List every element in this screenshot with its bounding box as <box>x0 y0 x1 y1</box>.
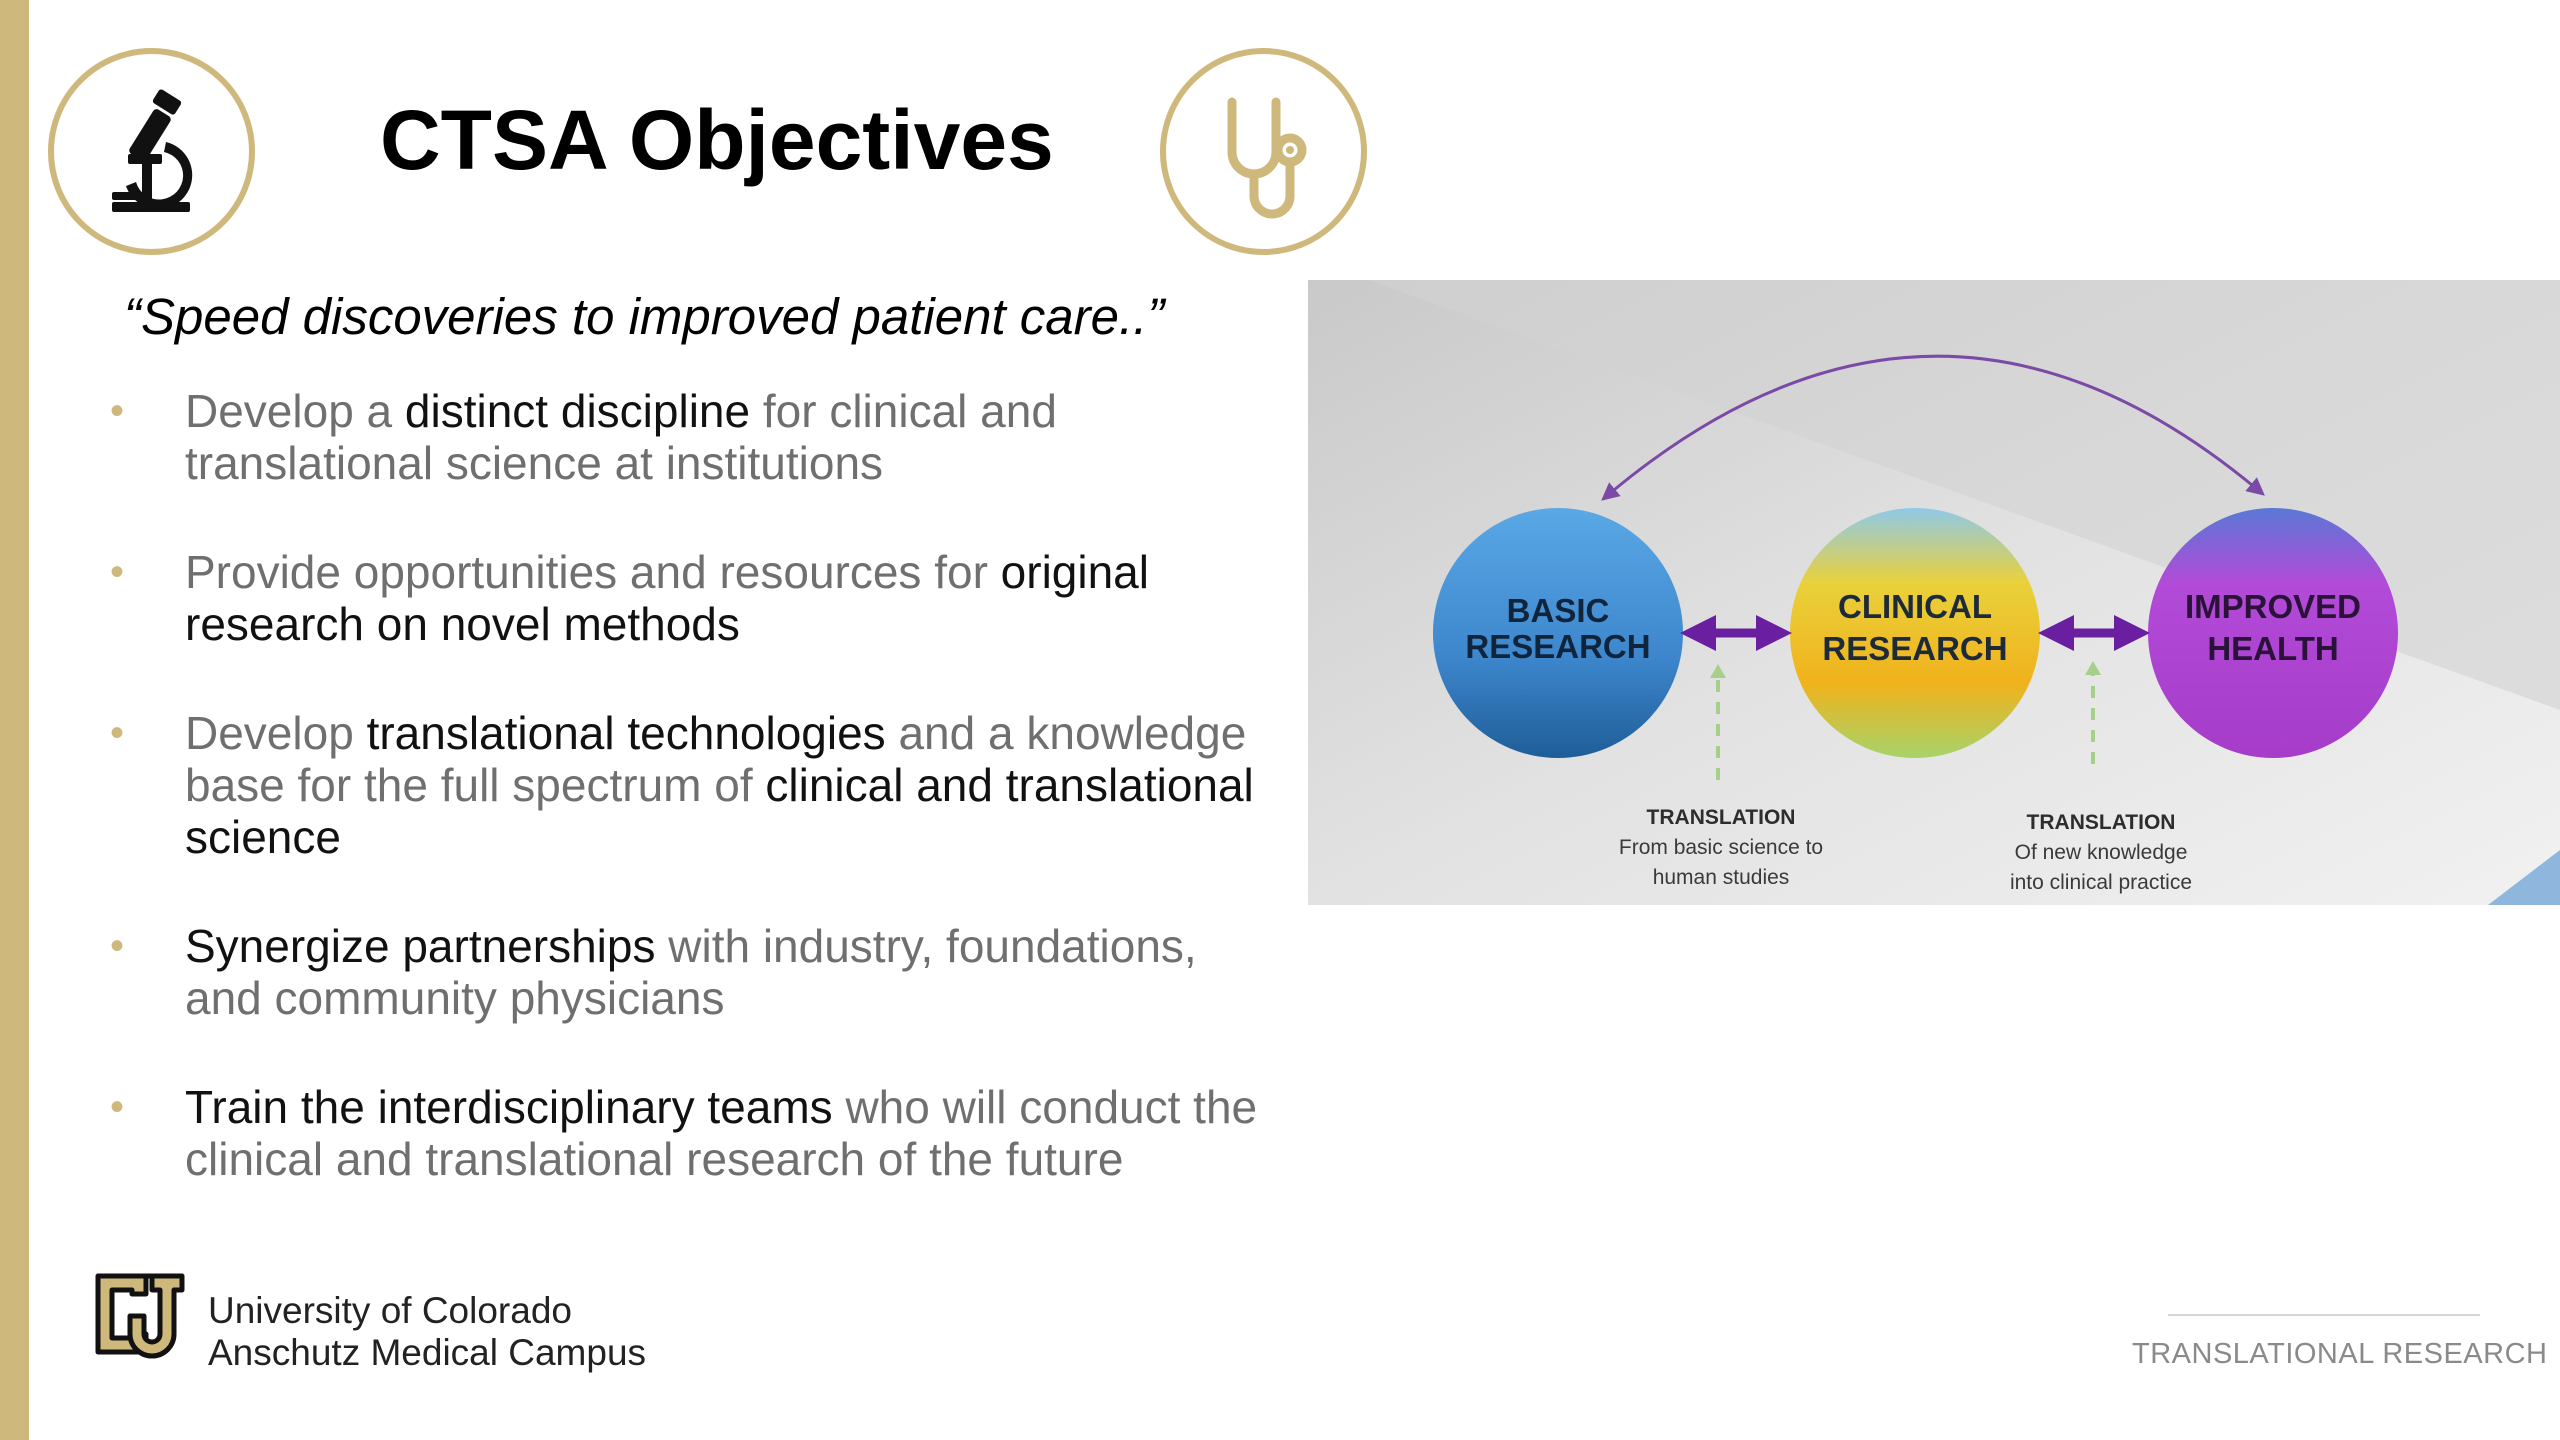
bullet-dot: • <box>110 389 125 433</box>
circle-label: RESEARCH <box>1465 628 1650 665</box>
bullet-highlight: distinct discipline <box>404 385 751 437</box>
objective-item: • Develop translational technologies and … <box>110 707 1285 863</box>
footer-label: TRANSLATIONAL RESEARCH <box>2132 1338 2548 1370</box>
bullet-dot: • <box>110 550 125 594</box>
bullet-text: and a knowledge base for the full spectr… <box>185 707 1247 811</box>
institution-line: Anschutz Medical Campus <box>208 1332 647 1373</box>
slide-title: CTSA Objectives <box>380 93 1054 187</box>
bullet-highlight: translational technologies <box>366 707 886 759</box>
bullet-dot: • <box>110 924 125 968</box>
bullet-text: Develop a <box>185 385 405 437</box>
cu-logo-icon <box>90 1268 190 1364</box>
bullet-text: with industry, foundations, and communit… <box>185 920 1197 1024</box>
bullet-text: Develop <box>185 707 367 759</box>
translation-caption: into clinical practice <box>2010 871 2192 894</box>
microscope-icon <box>48 48 255 255</box>
bullet-dot: • <box>110 1085 125 1129</box>
bullet-highlight: clinical and translational science <box>185 759 1254 863</box>
footer-divider <box>2168 1314 2480 1316</box>
improved-health-circle <box>2148 508 2398 758</box>
bullet-text: for clinical and translational science a… <box>185 385 1057 489</box>
circle-label: CLINICAL <box>1838 588 1992 625</box>
objective-item: • Train the interdisciplinary teams who w… <box>110 1081 1285 1185</box>
bullet-highlight: Synergize partnerships <box>185 920 656 972</box>
objective-item: • Develop a distinct discipline for clini… <box>110 385 1285 489</box>
objective-item: • Provide opportunities and resources for… <box>110 546 1285 650</box>
stethoscope-icon <box>1160 48 1367 255</box>
bullet-dot: • <box>110 711 125 755</box>
translation-caption: human studies <box>1653 866 1790 889</box>
basic-research-circle <box>1433 508 1683 758</box>
circle-label: BASIC <box>1507 592 1610 629</box>
circle-label: IMPROVED <box>2185 588 2361 625</box>
objective-item: • Synergize partnerships with industry, f… <box>110 920 1285 1024</box>
bullet-text: who will conduct the clinical and transl… <box>185 1081 1258 1185</box>
translation-heading: TRANSLATION <box>2027 811 2176 834</box>
clinical-research-circle <box>1790 508 2040 758</box>
bullet-highlight: Train the interdisciplinary teams <box>185 1081 833 1133</box>
circle-label: HEALTH <box>2207 630 2338 667</box>
institution-name: University of Colorado Anschutz Medical … <box>208 1290 646 1374</box>
slide-quote: “Speed discoveries to improved patient c… <box>124 288 1165 345</box>
translation-caption: From basic science to <box>1619 836 1823 859</box>
feedback-arc-arrow <box>1601 354 2265 501</box>
translation-caption: Of new knowledge <box>2015 841 2188 864</box>
translation-heading: TRANSLATION <box>1647 806 1796 829</box>
objectives-list: • Develop a distinct discipline for clini… <box>110 385 1285 1185</box>
translational-research-diagram: BASIC RESEARCH CLINICAL RESEARCH IMPROVE… <box>1308 280 2560 905</box>
circle-label: RESEARCH <box>1822 630 2007 667</box>
institution-line: University of Colorado <box>208 1290 572 1331</box>
bullet-text: Provide opportunities and resources for <box>185 546 1001 598</box>
gold-accent-bar <box>0 0 29 1440</box>
bullet-highlight: original research on novel methods <box>185 546 1149 650</box>
